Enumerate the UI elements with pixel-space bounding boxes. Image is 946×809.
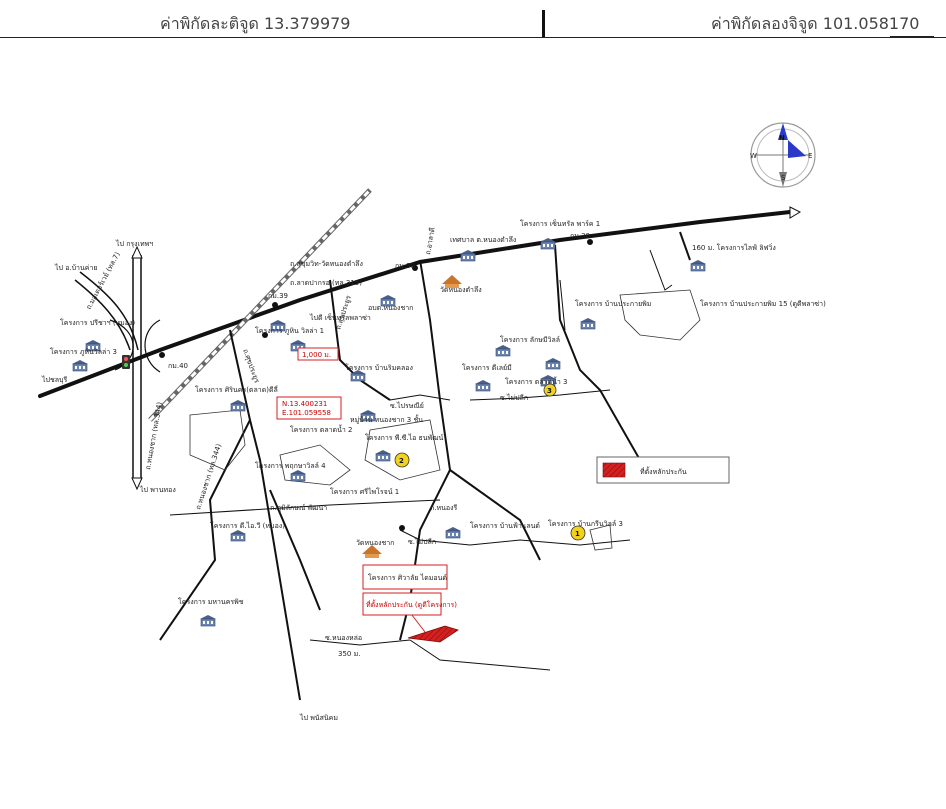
parcels	[189, 289, 701, 551]
label-rd-nonglek: ถ.สุขประยูร	[334, 294, 353, 330]
thin-roads	[169, 249, 673, 671]
numbered-markers: 1 2 3	[394, 383, 586, 541]
project-siwalai: โครงการ ศิวาลัย ไดมอนด์	[368, 573, 447, 582]
label-rd-nongchak-2: ถ.หนองชาก (ทล.344)	[194, 443, 223, 511]
project-prakaiphim-15: โครงการ บ้านประกายพิม 15 (ดูดีพลาซ่า)	[700, 299, 826, 308]
header: ค่าพิกัดละติจูด 13.379979 ค่าพิกัดลองจิจ…	[0, 0, 946, 38]
project-life-living: 160 ม. โครงการไลฟ์ ลิฟวิ่ง	[692, 243, 776, 252]
label-to-phanthong: ไป พานทอง	[139, 485, 176, 494]
railway	[148, 188, 372, 422]
label-rd-korat: ถ.อาลาตี	[424, 227, 437, 256]
compass-rose: N S E W	[750, 122, 816, 188]
km-posts	[159, 239, 593, 531]
label-municipality: เทศบาล ต.หนองตำลึง	[450, 235, 516, 244]
header-rule	[0, 37, 946, 38]
label-rd-phat: ถ.หนองชาก (ทล.344)	[144, 401, 164, 470]
project-phuhin-1: โครงการ ภูหิน วิลล่า 1	[255, 326, 324, 335]
label-obt: อบต.หนองชาก	[368, 304, 413, 312]
compass-e: E	[808, 152, 812, 160]
label-to-bankhai: ไป อ.บ้านค่าย	[54, 263, 98, 272]
label-km38: กม.38	[395, 262, 415, 270]
project-preecha: โครงการ ปรีชาฯ (หมอง)	[60, 318, 135, 327]
label-km30: กม.30	[570, 232, 590, 240]
boxed-labels: N.13.400231 E.101.059558 1,000 ม. โครงกา…	[276, 347, 457, 616]
label-to-chonburi: ไปชลบุรี	[41, 375, 67, 384]
label-rd-315: ถ.ลาดปากรอ (ทล.315)	[290, 279, 362, 287]
project-fahland: โครงการ บ้านฟ้าแลนด์	[470, 521, 540, 530]
label-rd-sukhumvit: ถ.สุขุมวิท-วัดหนองตำลึง	[290, 259, 363, 268]
map-labels: ไป กรุงเทพฯ ไป อ.บ้านค่าย ไปชลบุรี ไป พา…	[41, 219, 826, 722]
project-prakaiphim: โครงการ บ้านประกายพิม	[575, 299, 651, 308]
project-phuhin-3: โครงการ ภูหินวิลล่า 3	[50, 347, 117, 356]
compass-s: S	[781, 174, 786, 182]
label-rd-khlong: ถ.ศุขประยูร	[241, 348, 261, 384]
project-mahanakorn: โครงการ มหานครพิช	[178, 597, 244, 606]
label-soi-1: ซ.ไม่ปลีก	[500, 393, 528, 402]
label-soi-nonglo: ซ.หนองหล่อ	[325, 634, 362, 642]
legend: ที่ตั้งหลักประกัน	[596, 456, 730, 484]
label-central: ไปดี เซ็นทรัลพลาซ่า	[309, 313, 371, 322]
label-km39: กม.39	[268, 292, 288, 300]
project-div: โครงการ ดี.ไอ.วี (หมอง)	[210, 521, 285, 530]
label-rd-phumilak: ถ.ภูมิลักษณ์ พัฒนา	[270, 504, 327, 512]
location-map: N S E W	[38, 122, 826, 722]
motorway-interchange	[74, 245, 161, 491]
project-sripairot: โครงการ ศรีไพโรจน์ 1	[330, 487, 399, 496]
coords-e: E.101.059558	[282, 409, 331, 417]
project-sirinakorn: โครงการ ศิรินคร(ตลาด)ดีลี่	[195, 385, 278, 394]
label-temple-nongtamlueng: วัดหนองตำลึง	[440, 285, 482, 294]
project-lakshmi: โครงการ ลักษมีวิลล์	[500, 335, 560, 344]
project-greenville-3: โครงการ บ้านกรีนวิลล์ 3	[548, 519, 623, 528]
compass-n: N	[779, 134, 785, 142]
label-rd-khao: ถ.หนองรี	[430, 504, 457, 512]
label-to-phanatnikhom: ไป พนัสนิคม	[299, 713, 338, 722]
marker-1: 1	[575, 530, 580, 538]
project-banrim: โครงการ บ้านริมคลอง	[345, 363, 413, 372]
subject-label: ที่ตั้งหลักประกัน (ดูดีโครงการ)	[366, 598, 457, 609]
label-distance: 350 ม.	[338, 650, 360, 658]
label-soi-post: ซ.ไปรษณีย์	[390, 401, 424, 410]
project-central-park: โครงการ เซ็นทรัล พาร์ค 1	[520, 219, 600, 228]
project-pruksa-4: โครงการ พฤกษาวิลล์ 4	[255, 461, 326, 470]
label-soi-2: ซ.ไม่ปลีก	[408, 537, 436, 546]
label-temple-nongchak: วัดหนองชาก	[356, 539, 394, 547]
project-pci: โครงการ พี.ซี.ไอ ธนพัฒน์	[365, 433, 444, 442]
project-talatnam-2: โครงการ ตลาดน้ำ 2	[290, 423, 352, 434]
label-km40: กม.40	[168, 362, 188, 370]
marker-3: 3	[547, 387, 552, 395]
project-delay: โครงการ ดีเลย์มี	[462, 363, 512, 372]
longitude-label: ค่าพิกัดลองจิจูด 101.058170	[711, 14, 920, 33]
compass-w: W	[750, 152, 757, 160]
label-village: หมู่บ้าน หนองชาก 3 ชั้น	[350, 413, 423, 424]
project-talatnam-3: โครงการ ตลาดน้ำ 3	[505, 375, 567, 386]
header-divider	[542, 10, 545, 38]
traffic-light-icon	[122, 355, 130, 369]
marker-2: 2	[399, 457, 404, 465]
latitude-label: ค่าพิกัดละติจูด 13.379979	[160, 14, 351, 33]
scale-label: 1,000 ม.	[302, 351, 331, 359]
label-to-bangkok: ไป กรุงเทพฯ	[115, 239, 153, 248]
coords-n: N.13.400231	[282, 400, 327, 408]
legend-label: ที่ตั้งหลักประกัน	[640, 465, 687, 476]
